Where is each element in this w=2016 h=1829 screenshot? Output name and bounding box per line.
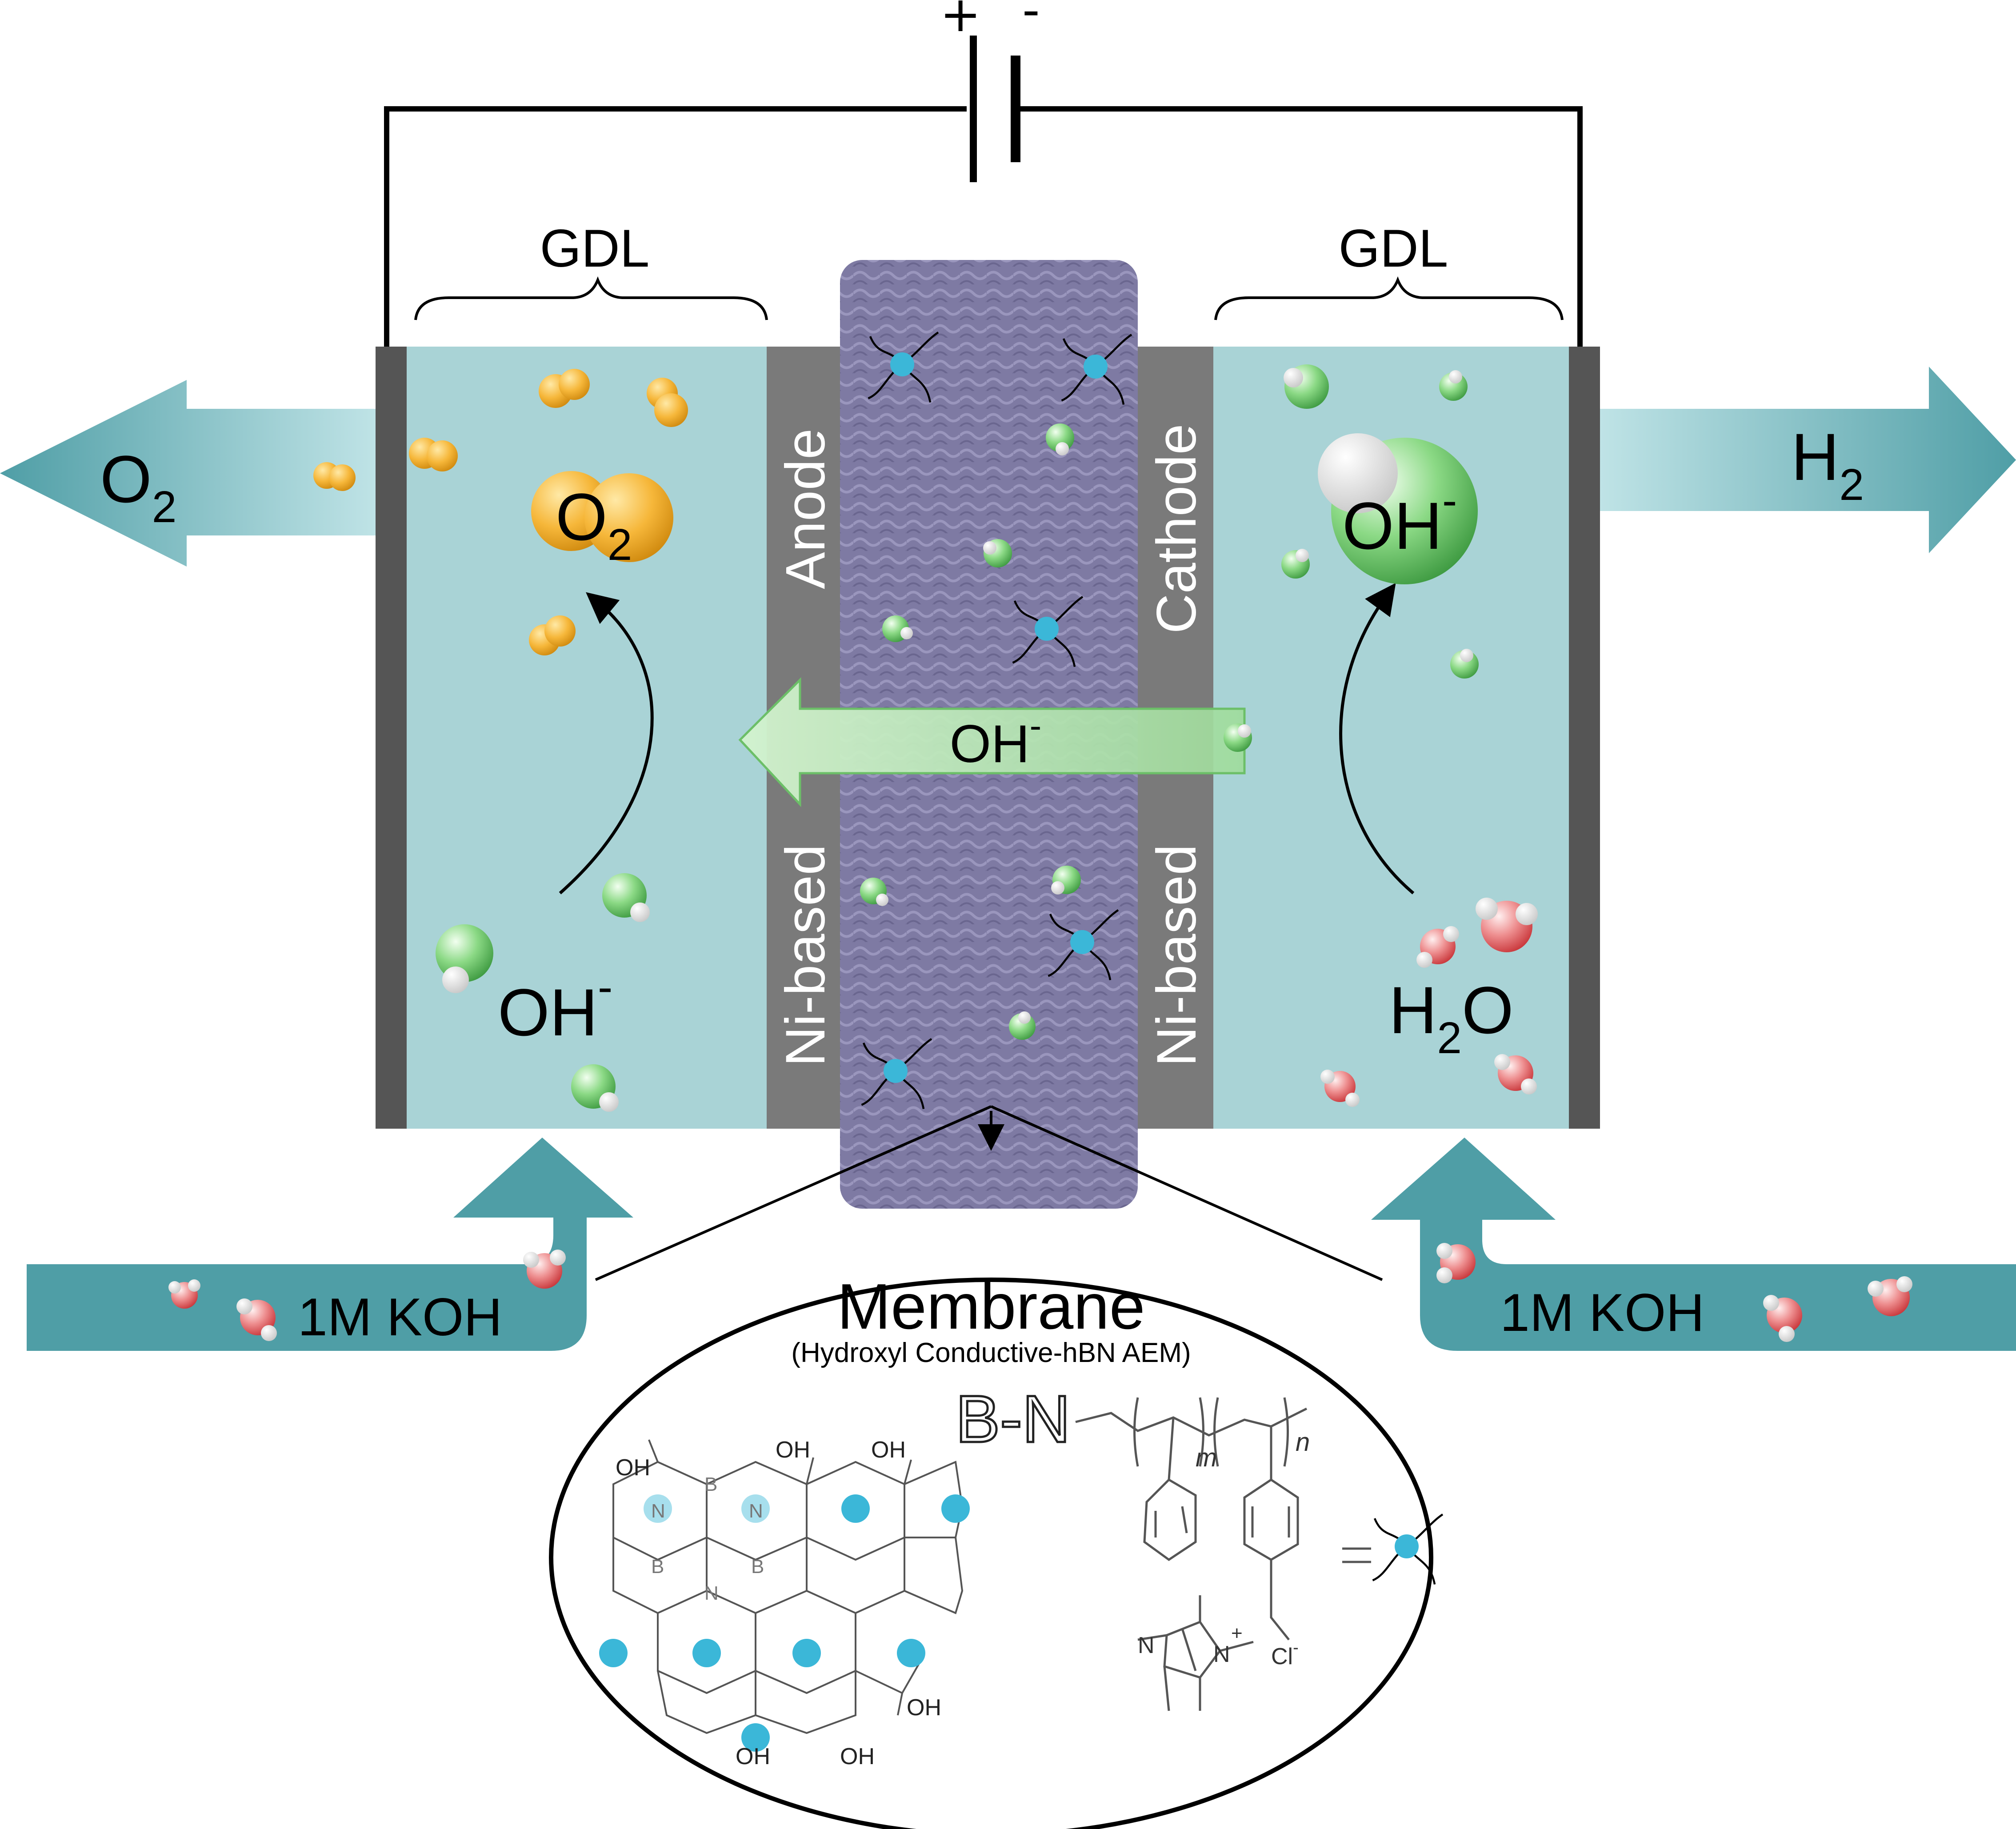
subscript-m: m — [1196, 1443, 1217, 1472]
polymer-structure: B-N m n N N — [955, 1381, 1443, 1711]
hbn-atom-labels: OH OH OH N B N B B N OH OH OH — [616, 1437, 941, 1769]
hbn-oh-top-3: OH — [871, 1437, 906, 1463]
hbn-boron-nitrogen-sites — [599, 1494, 970, 1752]
battery-plus-sign: + — [940, 0, 981, 43]
anode-end-plate — [376, 347, 407, 1129]
hbn-oh-right: OH — [907, 1695, 941, 1721]
oh-transport-label: OH- — [950, 706, 1042, 774]
gdl-brace-left: GDL — [414, 219, 768, 320]
membrane-subtitle: (Hydroxyl Conductive-hBN AEM) — [791, 1338, 1191, 1368]
koh-inlet-arrow-left: 1M KOH — [27, 1138, 633, 1351]
hbn-oh-top-2: OH — [776, 1437, 810, 1463]
koh-label-right: 1M KOH — [1500, 1283, 1704, 1342]
hydroxide-molecule-large: OH- — [1318, 433, 1478, 584]
o2-molecule-label: O2 — [556, 479, 632, 570]
water-molecules — [168, 898, 1912, 1342]
o2-outlet-arrow: O2 — [0, 380, 376, 567]
cathode-end-plate — [1569, 347, 1600, 1129]
hbn-oh-bottom-1: OH — [736, 1744, 770, 1769]
o2-bubbles — [313, 369, 688, 655]
h2-outlet-arrow: H2 — [1600, 367, 2016, 553]
gdl-label-right: GDL — [1339, 219, 1448, 278]
anode-reaction-arrow — [559, 592, 654, 895]
koh-label-left: 1M KOH — [298, 1287, 502, 1347]
cathode-reaction-arrow — [1339, 583, 1415, 895]
external-circuit: + - — [384, 0, 1583, 351]
membrane-title: Membrane — [837, 1270, 1145, 1342]
hbn-oh-bottom-2: OH — [840, 1744, 875, 1769]
membrane-zoom-callout: Membrane (Hydroxyl Conductive-hBN AEM) — [549, 1105, 1433, 1829]
hydroxide-ions — [436, 364, 1479, 1112]
hbn-lattice-structure — [612, 1439, 964, 1734]
gdl-brace-right: GDL — [1214, 219, 1564, 320]
cathode-label: Cathode — [1146, 424, 1208, 634]
chloride-label: Cl- — [1271, 1638, 1299, 1669]
water-label: H2O — [1389, 973, 1514, 1063]
anode-label: Anode — [775, 428, 836, 589]
ni-based-label-anode: Ni-based — [775, 844, 836, 1066]
h2-outlet-label: H2 — [1791, 419, 1864, 510]
gdl-label-left: GDL — [540, 219, 650, 278]
hydroxide-anode-label: OH- — [498, 962, 612, 1050]
imidazolium-n2: N — [1213, 1641, 1230, 1667]
hbn-b3: B — [751, 1556, 764, 1577]
koh-inlet-arrow-right: 1M KOH — [1371, 1138, 2016, 1351]
hbn-b1: B — [704, 1474, 717, 1495]
o2-molecule-large: O2 — [531, 471, 673, 570]
hbn-b2: B — [651, 1556, 664, 1577]
battery-minus-sign: - — [1022, 0, 1040, 38]
hbn-n3: N — [704, 1582, 719, 1604]
subscript-n: n — [1296, 1428, 1310, 1457]
hbn-n2: N — [749, 1500, 763, 1522]
o2-outlet-label: O2 — [100, 442, 176, 532]
hbn-oh-top-1: OH — [616, 1455, 650, 1481]
oh-transport-arrow: OH- — [738, 677, 1246, 807]
bn-label: B-N — [956, 1382, 1070, 1456]
imidazolium-plus: + — [1231, 1622, 1243, 1644]
ni-based-label-cathode: Ni-based — [1146, 844, 1208, 1066]
hydroxide-cathode-label: OH- — [1342, 475, 1457, 563]
hbn-n1: N — [651, 1500, 665, 1522]
imidazolium-n1: N — [1138, 1633, 1155, 1658]
